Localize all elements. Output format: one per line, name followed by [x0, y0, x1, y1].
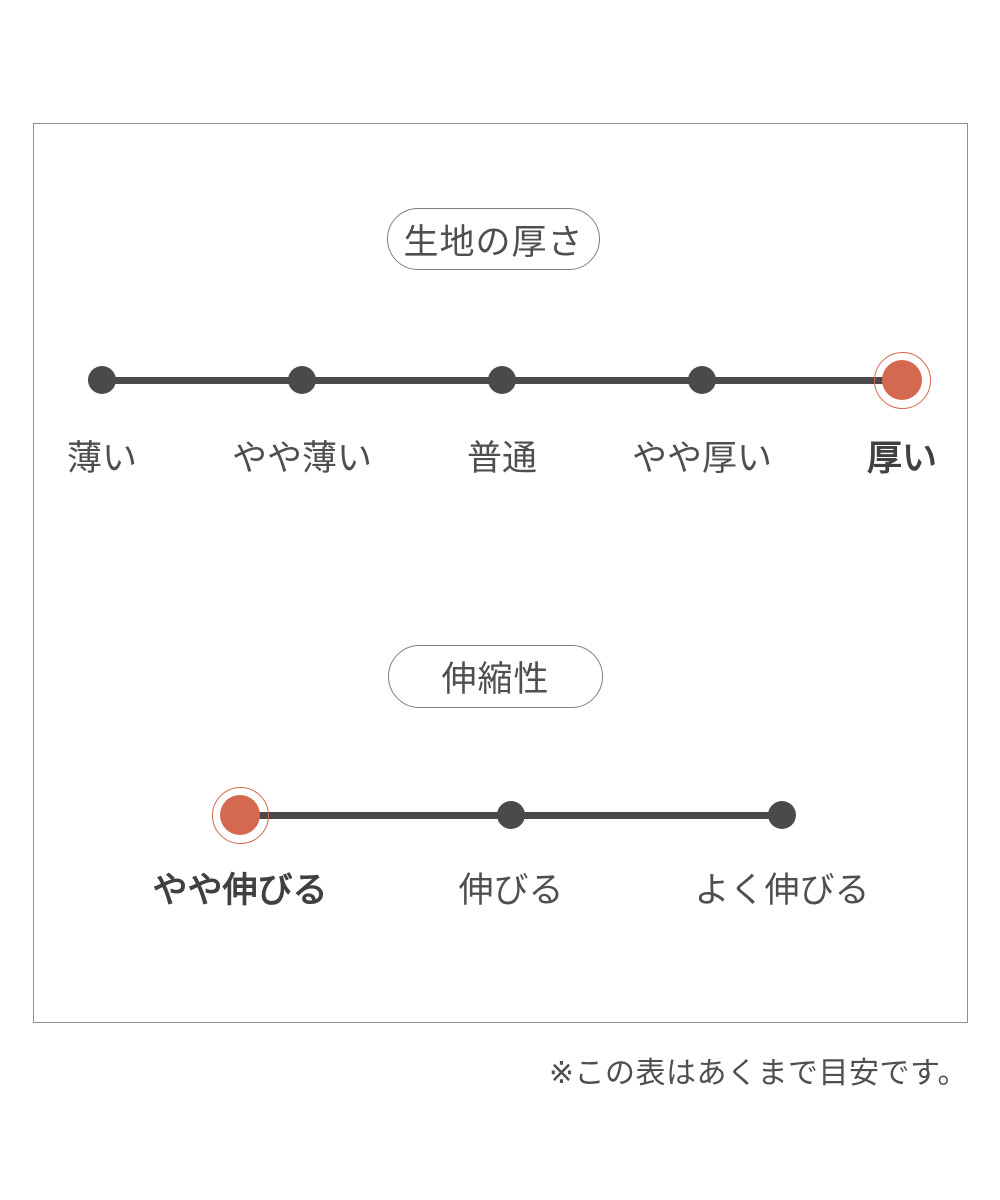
thickness-title: 生地の厚さ [403, 222, 584, 262]
scale-label: やや厚い [631, 439, 773, 478]
scale-label-selected: 厚い [866, 439, 938, 478]
scale-dot [497, 801, 525, 829]
scale-label: 薄い [66, 439, 138, 478]
scale-dot-selected [211, 786, 269, 844]
scale-label: やや薄い [231, 439, 373, 478]
scale-label: よく伸びる [694, 871, 870, 910]
disclaimer-note: ※この表はあくまで目安です。 [548, 1057, 968, 1090]
chart-frame [33, 123, 968, 1023]
scale-dot [88, 366, 116, 394]
scale-label: 伸びる [458, 871, 564, 910]
thickness-title-pill: 生地の厚さ [387, 208, 600, 270]
scale-dot [488, 366, 516, 394]
stretch-title: 伸縮性 [441, 660, 550, 699]
scale-label: 普通 [466, 439, 538, 478]
scale-dot [768, 801, 796, 829]
scale-label-selected: やや伸びる [152, 871, 328, 910]
scale-dot [288, 366, 316, 394]
scale-dot-selected [873, 351, 931, 409]
stretch-title-pill: 伸縮性 [388, 645, 603, 708]
scale-dot [688, 366, 716, 394]
